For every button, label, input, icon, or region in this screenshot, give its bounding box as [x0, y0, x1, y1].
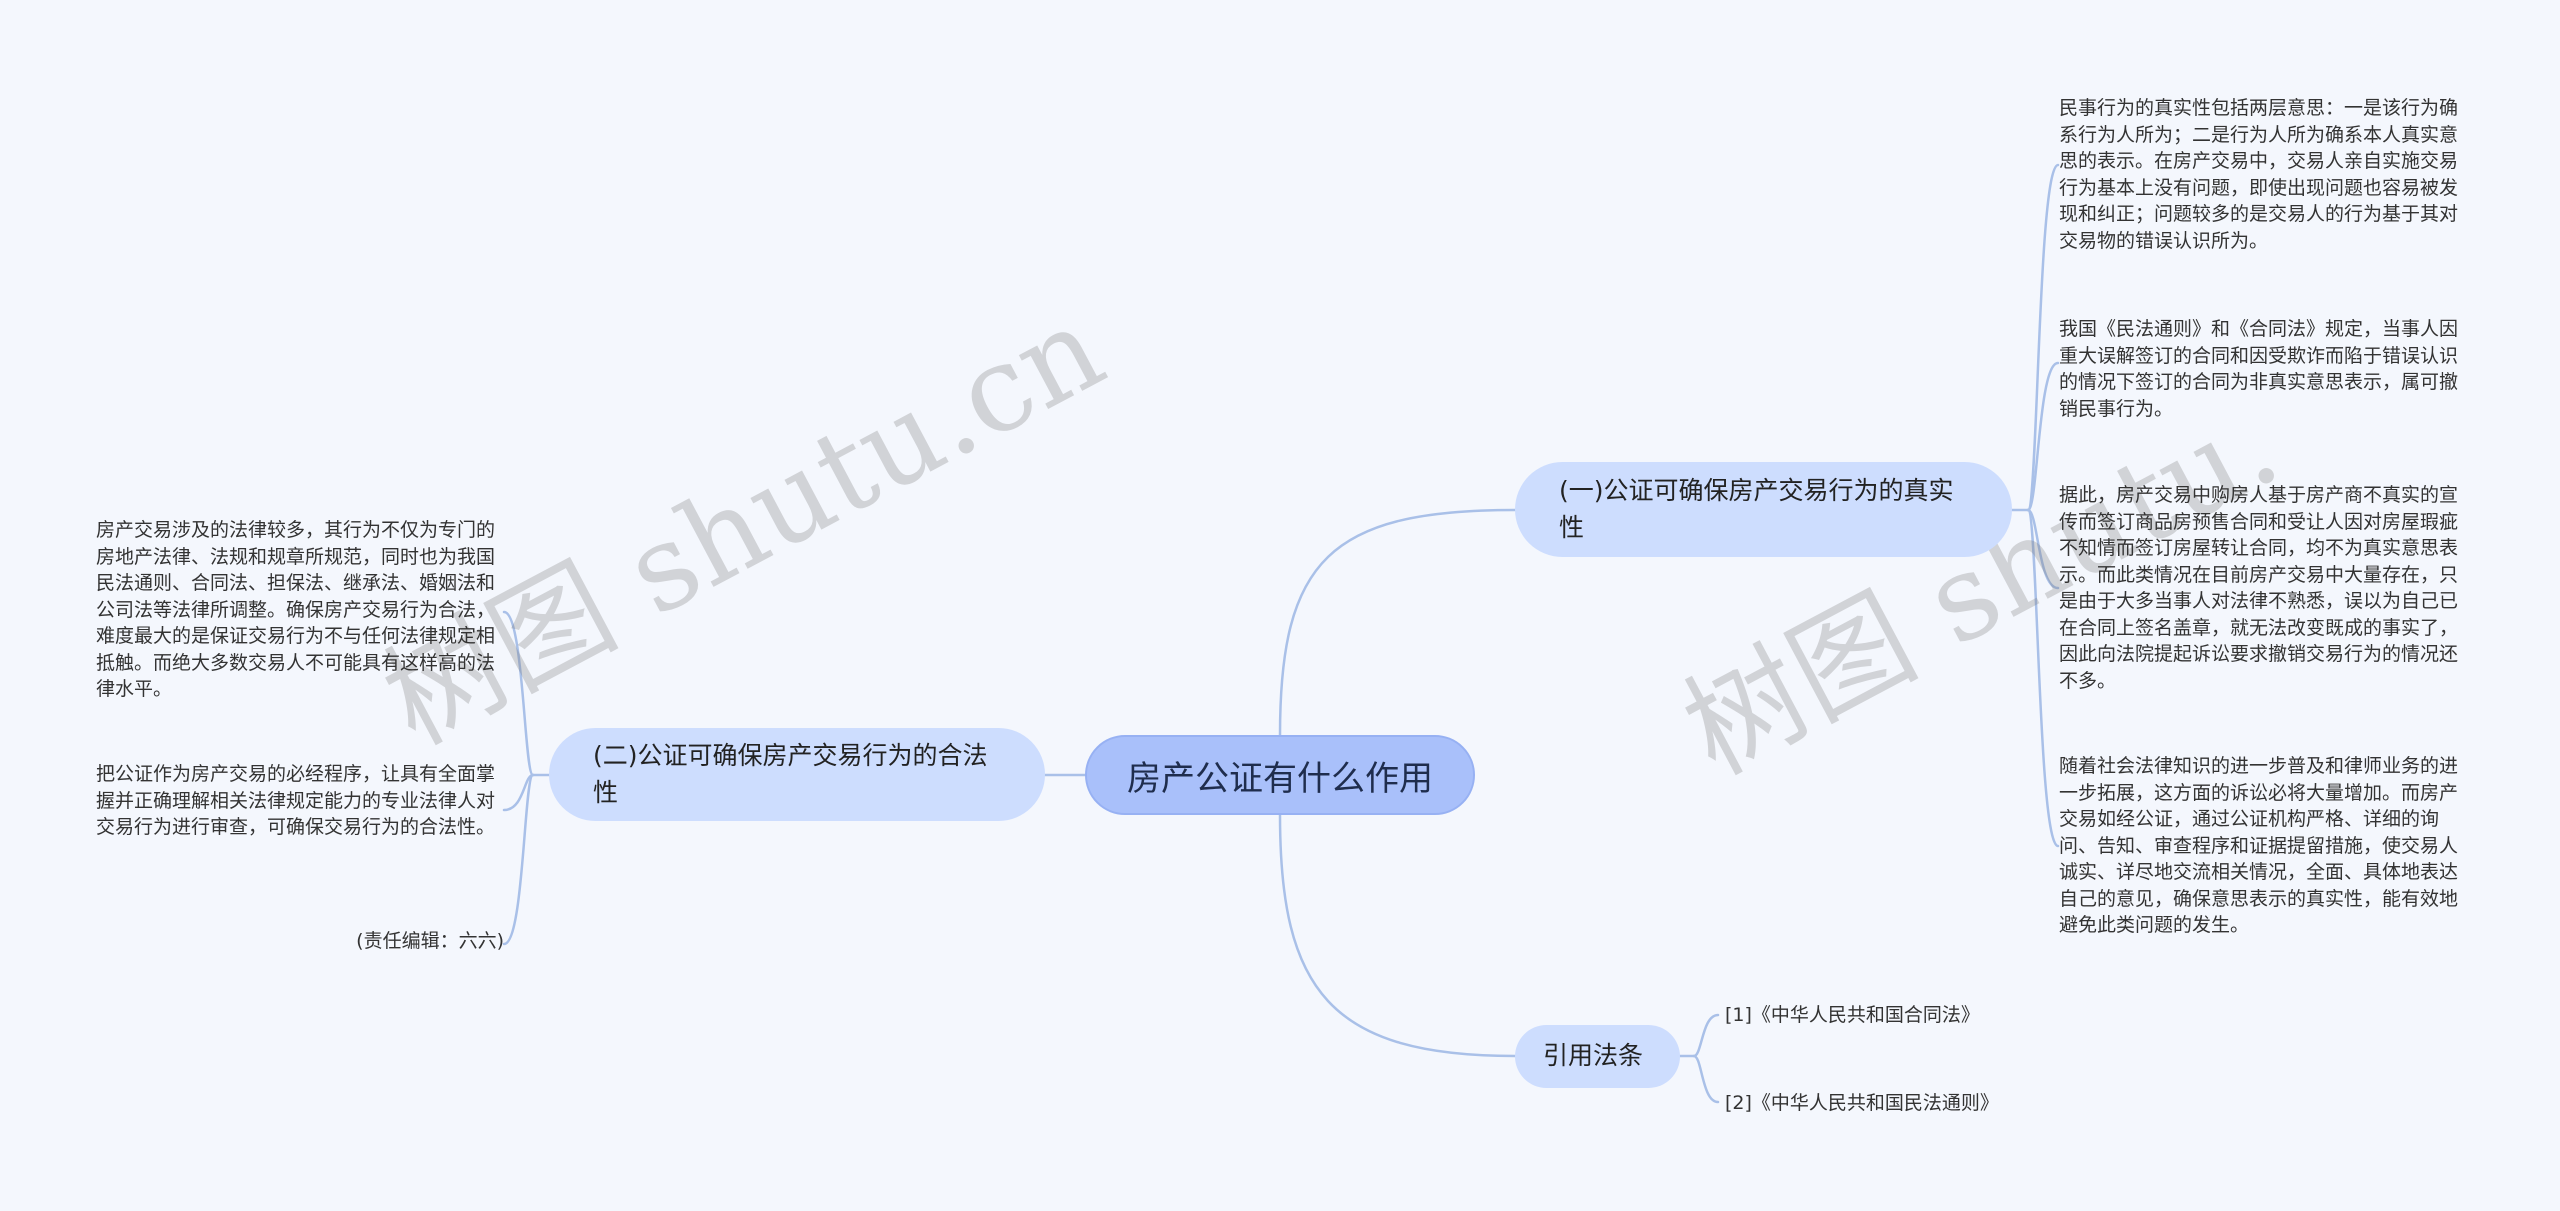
leaf-authenticity-3[interactable]: 据此，房产交易中购房人基于房产商不真实的宣传而签订商品房预售合同和受让人因对房屋…	[2059, 484, 2459, 692]
edge-b1-leaf4	[2026, 508, 2060, 848]
leaf-legality-1[interactable]: 房产交易涉及的法律较多，其行为不仅为专门的房地产法律、法规和规章所规范，同时也为…	[96, 519, 496, 700]
root-topic[interactable]: 房产公证有什么作用	[1085, 735, 1475, 815]
edge-root-b1	[1278, 508, 1517, 737]
leaf-authenticity-1[interactable]: 民事行为的真实性包括两层意思：一是该行为确系行为人所为；二是行为人所为确系本人真…	[2059, 97, 2459, 252]
branch-cited-laws-label: 引用法条	[1543, 1041, 1644, 1071]
leaf-authenticity-4[interactable]: 随着社会法律知识的进一步普及和律师业务的进一步拓展，这方面的诉讼必将大量增加。而…	[2059, 755, 2459, 936]
edge-root-b3	[1278, 813, 1517, 1058]
root-topic-label: 房产公证有什么作用	[1127, 758, 1433, 799]
leaf-editor-note[interactable]: (责任编辑：六六)	[356, 930, 504, 952]
branch-authenticity-label: (一)公证可确保房产交易行为的真实性	[1559, 476, 1954, 542]
ref-contract-law[interactable]: [1]《中华人民共和国合同法》	[1725, 1004, 1980, 1026]
branch-authenticity[interactable]: (一)公证可确保房产交易行为的真实性	[1515, 462, 2012, 557]
edge-b2-leaf3	[502, 773, 535, 946]
leaf-authenticity-2[interactable]: 我国《民法通则》和《合同法》规定，当事人因重大误解签订的合同和因受欺诈而陷于错误…	[2059, 318, 2459, 420]
leaf-legality-2[interactable]: 把公证作为房产交易的必经程序，让具有全面掌握并正确理解相关法律规定能力的专业法律…	[96, 763, 496, 838]
edge-b3-ref2	[1692, 1054, 1720, 1104]
edge-b1-leaf3	[2026, 508, 2060, 590]
edge-b2-leaf1	[502, 610, 535, 777]
branch-legality-label: (二)公证可确保房产交易行为的合法性	[593, 741, 988, 807]
edge-b3-ref1	[1692, 1013, 1720, 1058]
edge-b1-leaf2	[2026, 361, 2060, 512]
branch-cited-laws[interactable]: 引用法条	[1515, 1025, 1680, 1088]
ref-civil-law[interactable]: [2]《中华人民共和国民法通则》	[1725, 1092, 1999, 1114]
branch-legality[interactable]: (二)公证可确保房产交易行为的合法性	[549, 728, 1045, 821]
edge-b1-leaf1	[2026, 163, 2060, 512]
